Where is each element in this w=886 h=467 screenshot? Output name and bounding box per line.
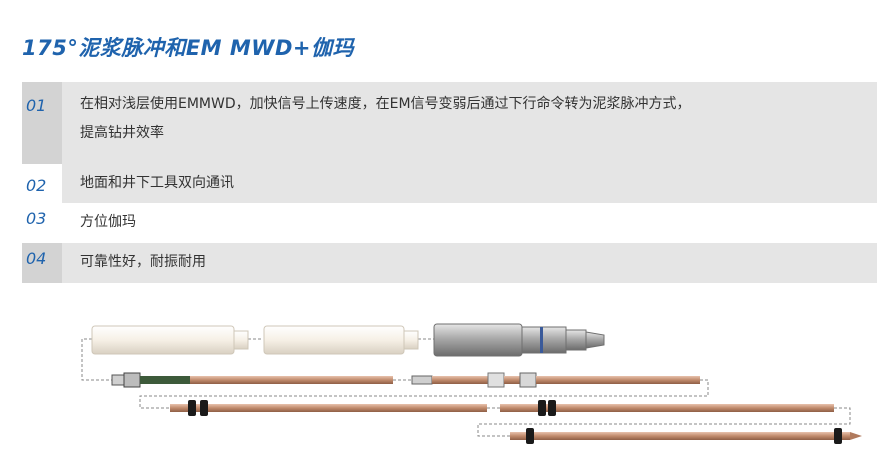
centralizer-rod-1 <box>170 400 487 416</box>
feature-number: 04 <box>22 243 62 283</box>
centralizer-rod-2 <box>500 400 834 416</box>
steel-pulser-housing <box>433 323 605 357</box>
feature-text: 地面和井下工具双向通讯 <box>62 164 877 203</box>
feature-text: 可靠性好，耐振耐用 <box>62 243 877 283</box>
feature-text-line: 在相对浅层使用EMMWD，加快信号上传速度，在EM信号变弱后通过下行命令转为泥浆… <box>80 96 691 112</box>
feature-text-line: 提高钻井效率 <box>80 125 164 141</box>
feature-list: 01 在相对浅层使用EMMWD，加快信号上传速度，在EM信号变弱后通过下行命令转… <box>22 82 877 283</box>
feature-row-03: 03 方位伽玛 <box>22 203 877 243</box>
feature-row-02: 02 地面和井下工具双向通讯 <box>22 164 877 203</box>
white-housing-1 <box>91 325 249 355</box>
feature-text: 在相对浅层使用EMMWD，加快信号上传速度，在EM信号变弱后通过下行命令转为泥浆… <box>62 82 877 164</box>
connector-lines <box>81 338 851 437</box>
feature-number: 03 <box>22 203 62 243</box>
white-housing-2 <box>263 325 419 355</box>
feature-number: 01 <box>22 82 62 164</box>
page-title: 175°泥浆脉冲和EM MWD+伽玛 <box>22 36 354 60</box>
feature-text: 方位伽玛 <box>62 203 877 243</box>
feature-row-01: 01 在相对浅层使用EMMWD，加快信号上传速度，在EM信号变弱后通过下行命令转… <box>22 82 877 164</box>
antenna-rod-1 <box>111 372 393 388</box>
gamma-rod <box>510 428 862 444</box>
feature-row-04: 04 可靠性好，耐振耐用 <box>22 243 877 283</box>
feature-number: 02 <box>22 164 62 203</box>
antenna-rod-2 <box>411 372 700 388</box>
